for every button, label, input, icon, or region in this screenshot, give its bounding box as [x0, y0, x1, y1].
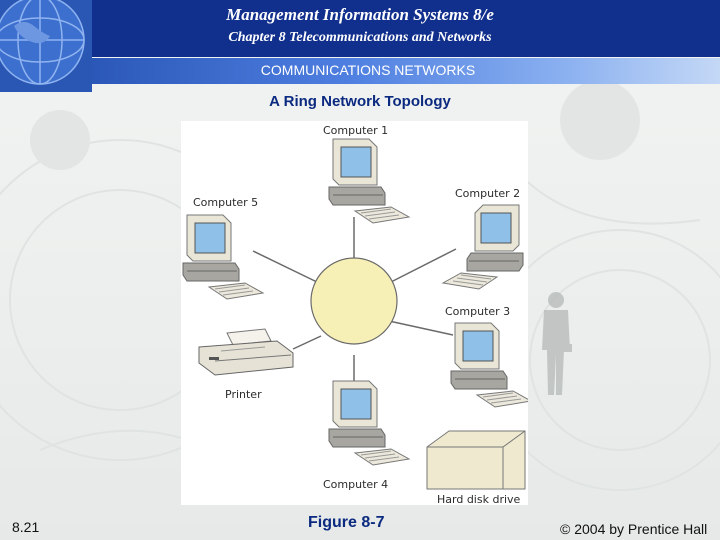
computer-2-label: Computer 2	[455, 187, 521, 200]
figure-caption: Figure 8-7	[308, 514, 385, 531]
section-bar	[92, 58, 720, 84]
slide-number: 8.21	[12, 519, 40, 535]
header-title: Management Information Systems 8/e	[226, 5, 494, 24]
header-banner	[0, 0, 720, 57]
computer-4-label: Computer 4	[323, 478, 389, 491]
businessman-silhouette	[542, 292, 572, 395]
computer-5-icon	[182, 214, 264, 300]
globe-icon	[0, 0, 92, 92]
hard-disk-label: Hard disk drive	[437, 493, 521, 506]
ring-hub	[310, 257, 398, 345]
computer-3-icon	[450, 322, 532, 408]
computer-1-icon	[328, 138, 410, 224]
computer-3-label: Computer 3	[445, 305, 511, 318]
printer-icon	[198, 328, 294, 376]
computer-4-icon	[328, 380, 410, 466]
header-subtitle: Chapter 8 Telecommunications and Network…	[228, 30, 492, 45]
figure-panel: Computer 1 Computer 5 Computer 2 Compute…	[181, 121, 532, 506]
computer-2-icon	[442, 204, 524, 290]
ring-topology-diagram	[182, 138, 532, 490]
slide-title: A Ring Network Topology	[269, 93, 451, 110]
printer-label: Printer	[225, 388, 262, 401]
hard-disk-icon	[426, 430, 526, 490]
copyright: © 2004 by Prentice Hall	[560, 521, 708, 537]
computer-1-label: Computer 1	[323, 124, 389, 137]
computer-5-label: Computer 5	[193, 196, 259, 209]
section-label: COMMUNICATIONS NETWORKS	[260, 62, 476, 78]
